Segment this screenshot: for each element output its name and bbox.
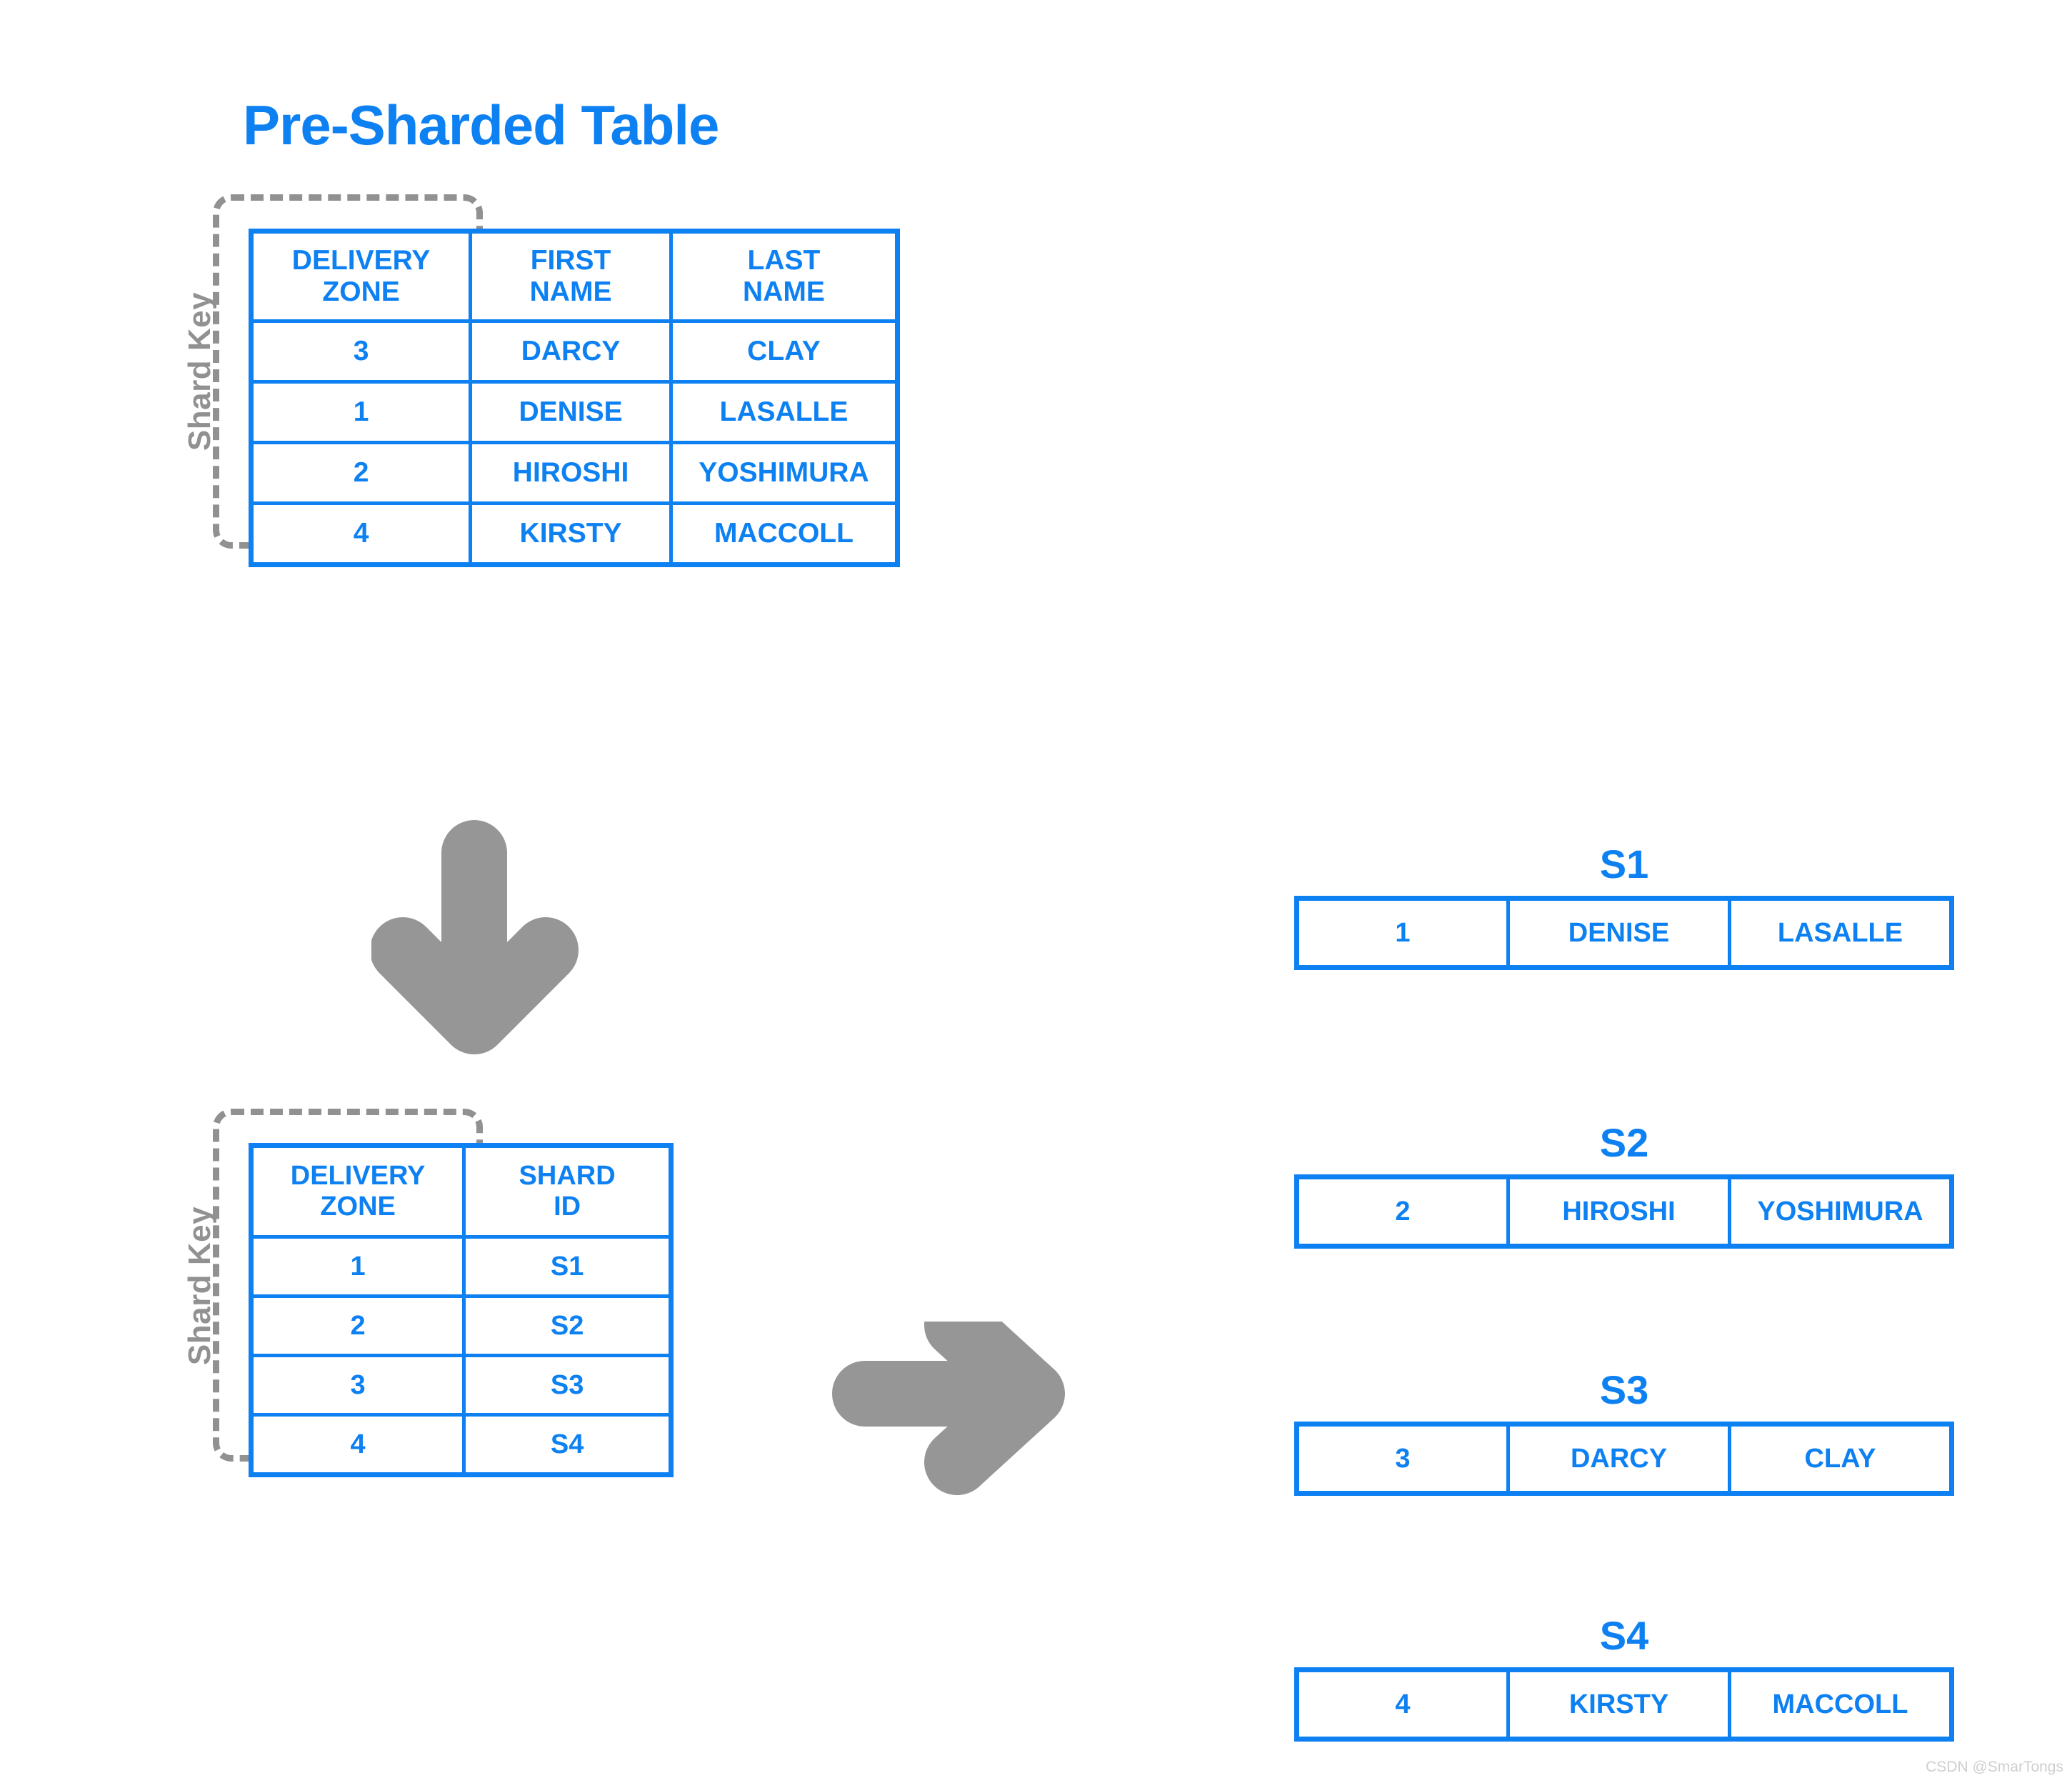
cell-first: DARCY	[1506, 1422, 1731, 1495]
table-row: 4 KIRSTY MACCOLL	[1295, 1668, 1953, 1741]
header-line-2: ZONE	[320, 1192, 396, 1222]
header-line-2: NAME	[743, 276, 825, 307]
shard-table-s4: 4 KIRSTY MACCOLL	[1294, 1667, 1954, 1742]
page-title: Pre-Sharded Table	[243, 94, 719, 156]
table-row: 2 HIROSHI YOSHIMURA	[249, 441, 900, 505]
table-header-row: DELIVERY ZONE FIRST NAME LAST NAME	[249, 229, 900, 323]
cell-last: LASALLE	[1728, 897, 1953, 969]
cell-zone: 4	[249, 1413, 466, 1477]
cell-shard-id: S2	[462, 1294, 673, 1357]
shard-key-label-bottom: Shard Key	[182, 1206, 217, 1366]
cell-zone: 3	[249, 1354, 466, 1417]
header-line-1: DELIVERY	[291, 245, 431, 276]
table-row: 4 S4	[249, 1413, 673, 1477]
presharded-table: DELIVERY ZONE FIRST NAME LAST NAME 3 DAR…	[249, 229, 900, 567]
shard-title: S4	[1599, 1613, 1649, 1658]
header-line-2: ZONE	[322, 276, 400, 307]
shard-title: S1	[1599, 841, 1649, 886]
table-row: 2 HIROSHI YOSHIMURA	[1295, 1175, 1953, 1248]
table-row: 1 DENISE LASALLE	[249, 380, 900, 444]
cell-zone: 1	[249, 380, 473, 444]
cell-last: MACCOLL	[1728, 1668, 1953, 1741]
cell-zone: 3	[1295, 1422, 1510, 1495]
cell-last: CLAY	[669, 319, 900, 384]
cell-zone: 4	[249, 501, 473, 566]
table-row: 3 DARCY CLAY	[249, 319, 900, 384]
cell-zone: 1	[1295, 897, 1510, 969]
shard-block-s3: S3 3 DARCY CLAY	[1294, 1370, 1954, 1496]
cell-first: KIRSTY	[1506, 1668, 1731, 1741]
shard-block-s2: S2 2 HIROSHI YOSHIMURA	[1294, 1123, 1954, 1249]
cell-last: YOSHIMURA	[669, 441, 900, 505]
cell-last: LASALLE	[669, 380, 900, 444]
table-row: 3 S3	[249, 1354, 673, 1417]
table-row: 1 DENISE LASALLE	[1295, 897, 1953, 969]
header-line-2: NAME	[529, 276, 612, 307]
cell-zone: 4	[1295, 1668, 1510, 1741]
cell-last: YOSHIMURA	[1728, 1175, 1953, 1248]
header-cell-shard-id: SHARD ID	[462, 1144, 673, 1239]
cell-zone: 3	[249, 319, 473, 384]
header-line-1: SHARD	[519, 1161, 616, 1192]
cell-first: HIROSHI	[1506, 1175, 1731, 1248]
header-line-1: FIRST	[530, 245, 611, 276]
down-arrow-icon	[371, 820, 579, 1054]
shard-title: S2	[1599, 1120, 1649, 1165]
table-header-row: DELIVERY ZONE SHARD ID	[249, 1144, 673, 1239]
cell-zone: 2	[1295, 1175, 1510, 1248]
table-row: 4 KIRSTY MACCOLL	[249, 501, 900, 566]
shard-key-label-top: Shard Key	[182, 291, 217, 451]
shard-block-s4: S4 4 KIRSTY MACCOLL	[1294, 1616, 1954, 1742]
cell-first: DENISE	[469, 380, 673, 444]
cell-last: CLAY	[1728, 1422, 1953, 1495]
cell-first: HIROSHI	[469, 441, 673, 505]
header-cell-delivery-zone: DELIVERY ZONE	[249, 1144, 466, 1239]
shard-title: S3	[1599, 1367, 1649, 1412]
cell-shard-id: S4	[462, 1413, 673, 1477]
header-cell-delivery-zone: DELIVERY ZONE	[249, 229, 473, 323]
header-line-1: LAST	[747, 245, 821, 276]
header-cell-first-name: FIRST NAME	[469, 229, 673, 323]
cell-first: DARCY	[469, 319, 673, 384]
shard-block-s1: S1 1 DENISE LASALLE	[1294, 844, 1954, 970]
header-line-2: ID	[554, 1192, 581, 1222]
table-row: 3 DARCY CLAY	[1295, 1422, 1953, 1495]
shard-table-s2: 2 HIROSHI YOSHIMURA	[1294, 1174, 1954, 1249]
table-row: 1 S1	[249, 1235, 673, 1298]
shard-table-s1: 1 DENISE LASALLE	[1294, 896, 1954, 970]
cell-shard-id: S3	[462, 1354, 673, 1417]
cell-zone: 2	[249, 1294, 466, 1357]
cell-first: KIRSTY	[469, 501, 673, 566]
header-line-1: DELIVERY	[290, 1161, 426, 1192]
shard-map-table: DELIVERY ZONE SHARD ID 1 S1 2 S2 3 S3 4 …	[249, 1143, 674, 1477]
table-row: 2 S2	[249, 1294, 673, 1357]
shard-table-s3: 3 DARCY CLAY	[1294, 1422, 1954, 1496]
watermark: CSDN @SmarTongs	[1926, 1759, 2063, 1775]
cell-first: DENISE	[1506, 897, 1731, 969]
header-cell-last-name: LAST NAME	[669, 229, 900, 323]
cell-zone: 1	[249, 1235, 466, 1298]
cell-zone: 2	[249, 441, 473, 505]
right-arrow-icon	[832, 1322, 1065, 1495]
cell-shard-id: S1	[462, 1235, 673, 1298]
cell-last: MACCOLL	[669, 501, 900, 566]
